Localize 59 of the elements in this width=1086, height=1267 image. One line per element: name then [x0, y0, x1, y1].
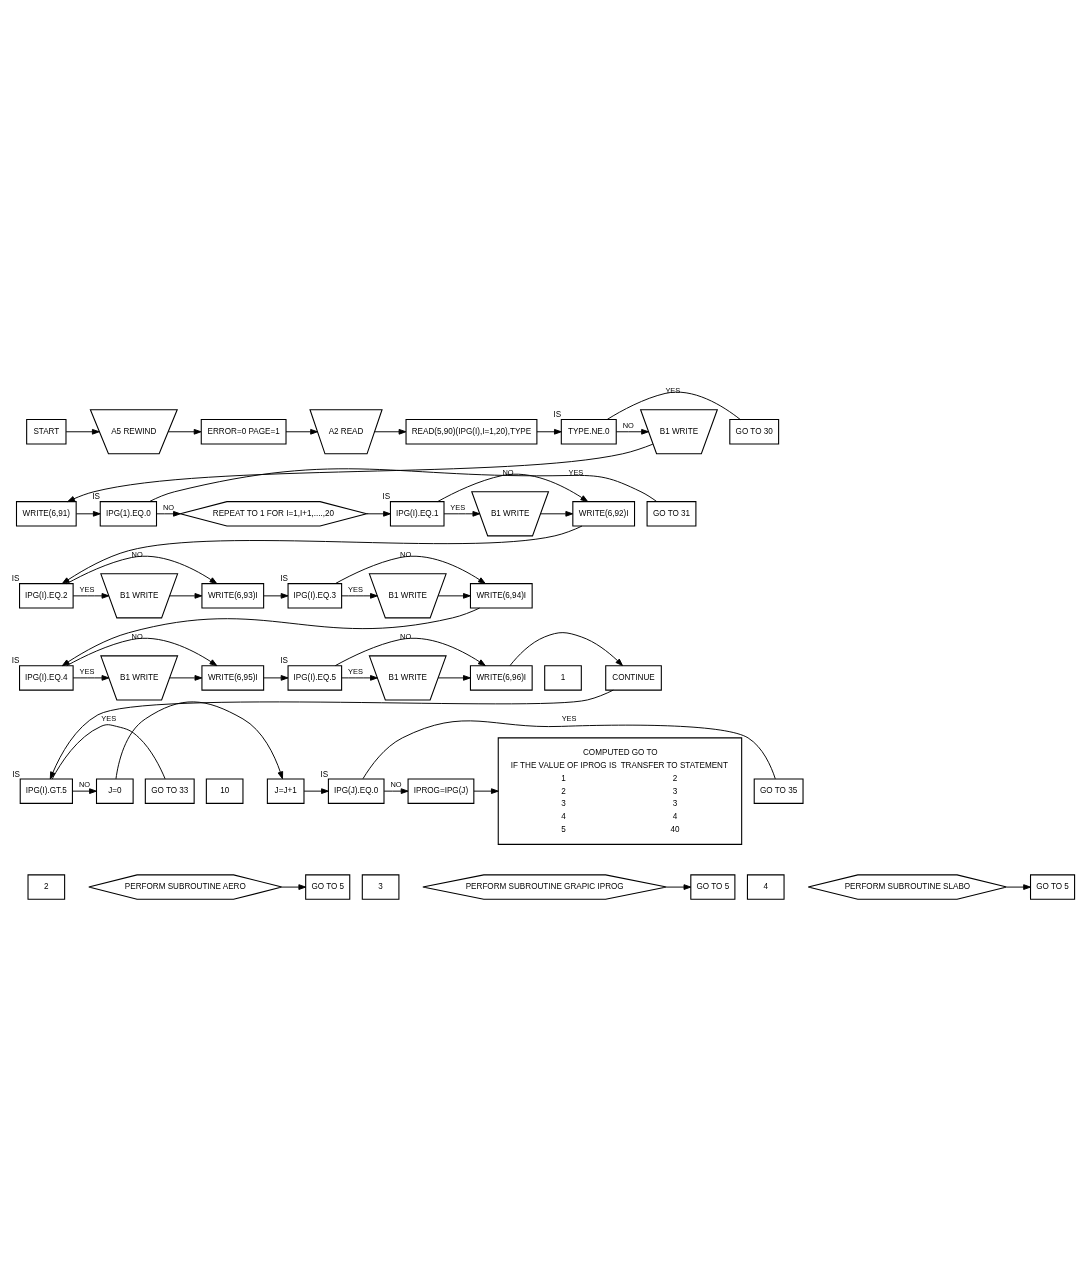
edge-label: YES	[665, 385, 681, 395]
arrow	[167, 428, 202, 435]
arrow	[67, 443, 654, 502]
arrow	[75, 510, 101, 517]
connector	[51, 723, 166, 779]
edge-label: NO	[162, 502, 175, 512]
arrow	[72, 674, 110, 681]
arrow	[341, 592, 378, 599]
edge-label: YES	[79, 584, 95, 594]
edge-label: YES	[101, 713, 117, 723]
arrow	[540, 510, 574, 517]
arrow	[65, 428, 100, 435]
arrow	[263, 592, 289, 599]
arrow	[285, 428, 318, 435]
edge-label: NO	[390, 779, 402, 789]
arrow	[334, 637, 486, 666]
arrow	[437, 473, 589, 502]
connector	[362, 719, 776, 779]
arrow	[443, 510, 481, 517]
arrow	[1006, 883, 1031, 890]
arrow	[374, 428, 407, 435]
arrow	[72, 787, 97, 794]
edge-label: NO	[502, 467, 514, 477]
edge-label: YES	[347, 584, 363, 594]
arrow	[341, 674, 378, 681]
arrow	[383, 787, 409, 794]
arrow	[615, 428, 649, 435]
edge-label: YES	[561, 713, 577, 723]
arrow	[303, 787, 329, 794]
arrow	[61, 607, 480, 666]
edge-label: YES	[450, 502, 466, 512]
arrow	[66, 555, 218, 584]
edge-label: NO	[400, 549, 412, 559]
arrow	[156, 510, 181, 517]
edge-label: YES	[347, 666, 363, 676]
connector	[149, 467, 658, 502]
arrow	[169, 674, 203, 681]
arrow	[437, 592, 471, 599]
arrow	[437, 674, 471, 681]
edge-label: NO	[78, 779, 91, 789]
arrow	[281, 883, 307, 890]
arrow	[263, 674, 289, 681]
arrow	[61, 525, 583, 584]
edge-label: YES	[79, 666, 95, 676]
arrow	[334, 555, 486, 584]
arrow	[66, 637, 218, 666]
edge-label: NO	[622, 420, 634, 430]
edge-label: YES	[568, 467, 584, 477]
arrow	[115, 700, 284, 779]
arrow	[169, 592, 203, 599]
arrow	[473, 787, 499, 794]
connector	[606, 391, 741, 420]
edge-label: NO	[131, 549, 143, 559]
arrow	[536, 428, 562, 435]
arrow	[509, 631, 623, 666]
arrow	[72, 592, 110, 599]
arrow	[666, 883, 692, 890]
arrow	[49, 689, 614, 779]
arrow	[366, 510, 391, 517]
